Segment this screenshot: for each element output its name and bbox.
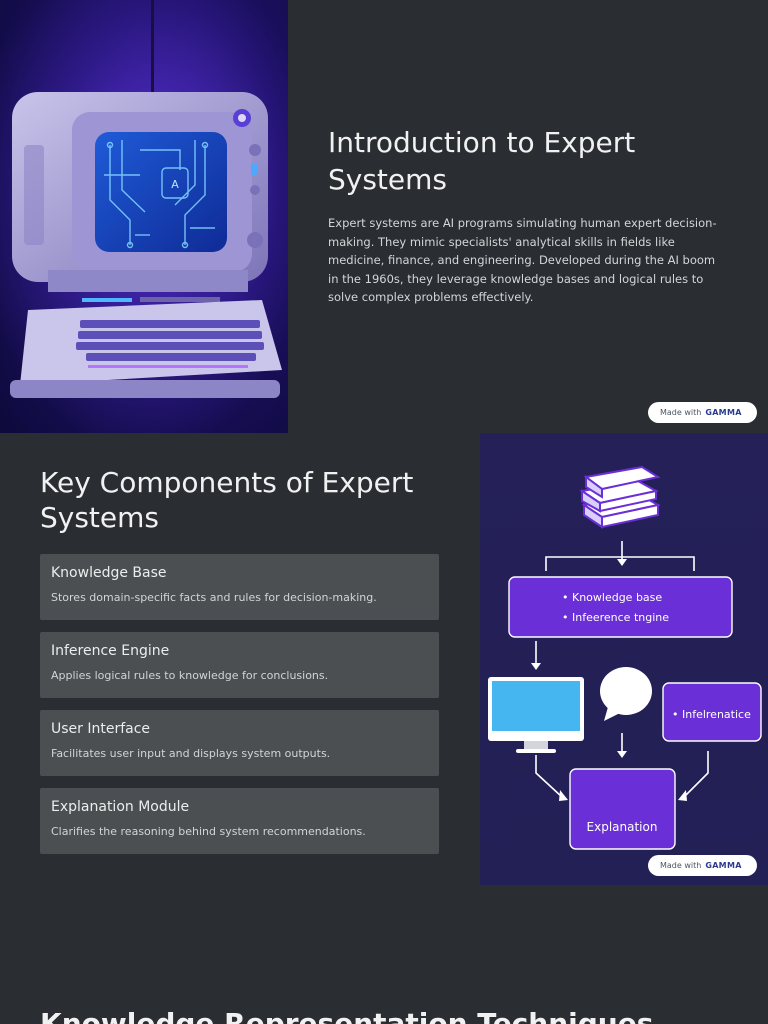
- slide-title: Introduction to Expert Systems: [328, 126, 636, 196]
- diagram-svg: • Knowledge base • Infeerence tngine • I…: [488, 465, 762, 850]
- speech-bubble-icon: [600, 667, 652, 721]
- card-title: Explanation Module: [51, 799, 190, 815]
- box-top-line1: • Knowledge base: [562, 591, 662, 604]
- card-description: Facilitates user input and displays syst…: [51, 747, 331, 760]
- slide-body-text: Expert systems are AI programs simulatin…: [328, 216, 717, 304]
- arrowheads: [531, 559, 687, 801]
- badge-prefix: Made with: [660, 861, 702, 870]
- svg-text:A: A: [171, 178, 179, 191]
- monitor-icon: [488, 677, 584, 753]
- card-title: User Interface: [51, 721, 151, 737]
- connector-lines: [535, 541, 709, 798]
- slide-introduction: A: [0, 0, 768, 433]
- box-top-line2: • Infeerence tngine: [562, 611, 669, 624]
- component-card-inference-engine: Inference Engine Applies logical rules t…: [40, 632, 439, 698]
- made-with-gamma-badge[interactable]: Made with GAMMA: [648, 402, 757, 423]
- slide-title: Knowledge Representation Techniques: [40, 1007, 654, 1024]
- explanation-box: [569, 768, 676, 850]
- component-card-knowledge-base: Knowledge Base Stores domain-specific fa…: [40, 554, 439, 620]
- books-icon: [579, 465, 661, 529]
- slide-title: Key Components of Expert Systems: [40, 466, 414, 534]
- inference-box: [662, 682, 762, 742]
- made-with-gamma-badge[interactable]: Made with GAMMA: [648, 855, 757, 876]
- box-bottom-label: Explanation: [587, 820, 658, 834]
- card-description: Applies logical rules to knowledge for c…: [51, 669, 329, 682]
- retro-computer-illustration: A: [0, 0, 288, 433]
- card-description: Stores domain-specific facts and rules f…: [51, 591, 377, 604]
- component-card-user-interface: User Interface Facilitates user input an…: [40, 710, 439, 776]
- gamma-logo: GAMMA: [705, 861, 742, 870]
- retro-computer-icon: A: [0, 0, 288, 433]
- knowledge-inference-box: [508, 576, 733, 638]
- component-card-explanation-module: Explanation Module Clarifies the reasoni…: [40, 788, 439, 854]
- card-title: Inference Engine: [51, 643, 170, 659]
- badge-prefix: Made with: [660, 408, 702, 417]
- box-right-label: • Infelrenatice: [672, 708, 751, 721]
- card-title: Knowledge Base: [51, 565, 167, 581]
- gamma-logo: GAMMA: [705, 408, 742, 417]
- expert-system-diagram: • Knowledge base • Infeerence tngine • I…: [480, 433, 768, 885]
- card-description: Clarifies the reasoning behind system re…: [51, 825, 366, 838]
